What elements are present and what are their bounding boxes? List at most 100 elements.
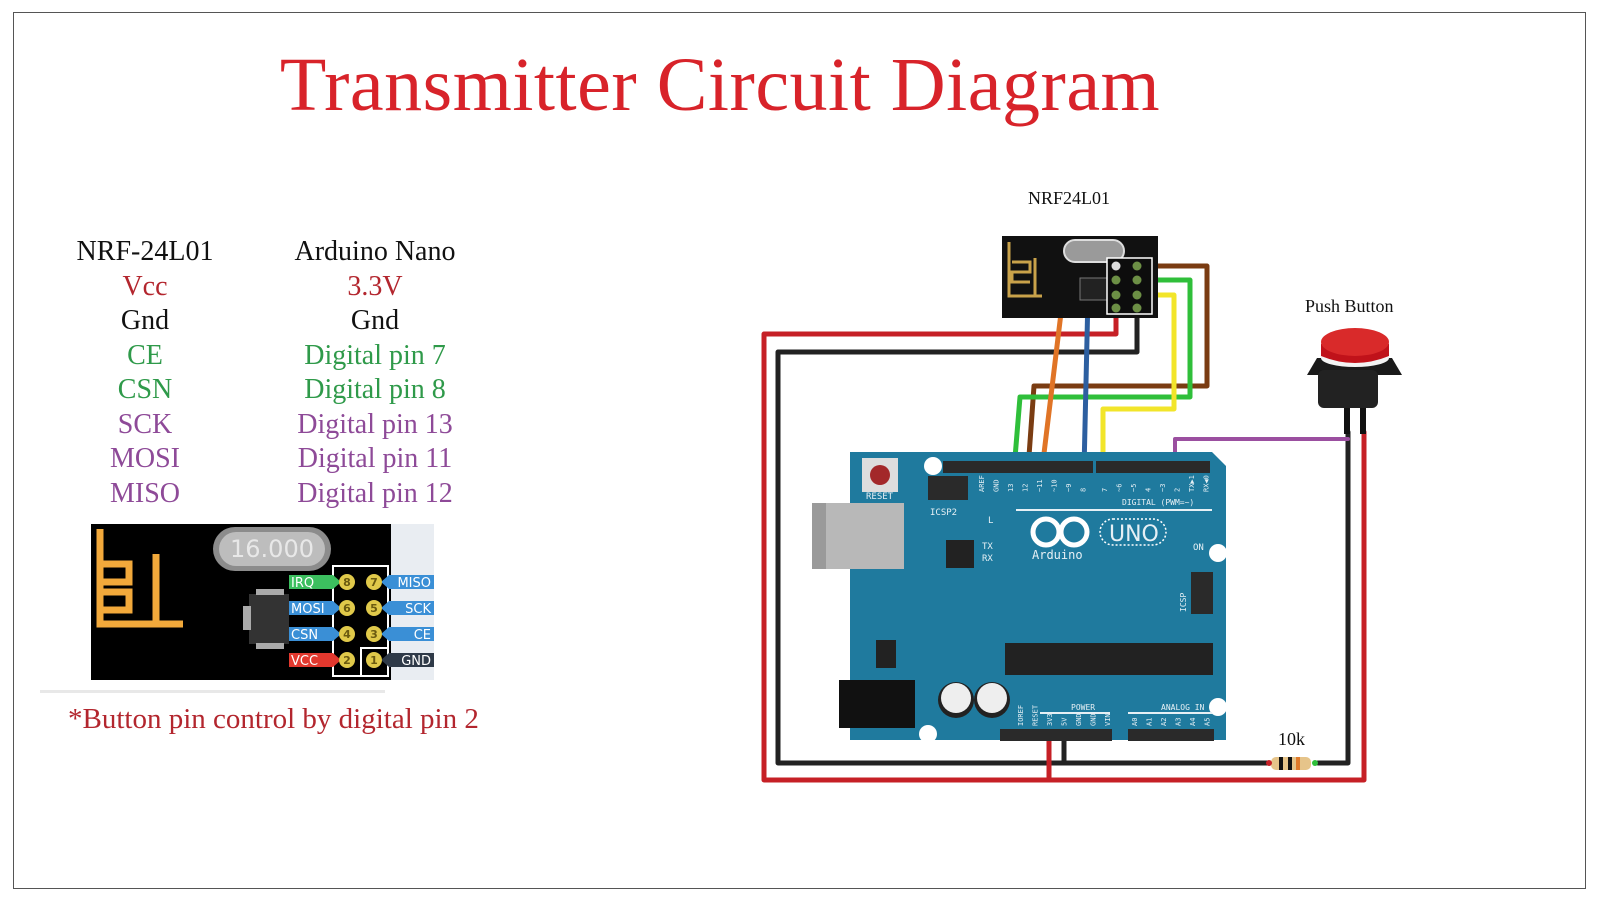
pin-label: GND bbox=[1090, 713, 1098, 726]
pin-tag-ce: CE3 bbox=[366, 626, 434, 643]
nrf-pin: MOSI bbox=[109, 443, 180, 474]
arduino-pin: Digital pin 7 bbox=[304, 339, 446, 371]
pin-label: ~5 bbox=[1130, 484, 1138, 492]
capacitor-top bbox=[977, 683, 1007, 713]
pin-label: 3V3 bbox=[1046, 713, 1054, 726]
brand-label: Arduino bbox=[1032, 548, 1083, 562]
pin-number: 1 bbox=[370, 654, 378, 667]
module-header-pins bbox=[1111, 261, 1142, 313]
wire-vcc bbox=[761, 287, 1367, 783]
wire-ce bbox=[1100, 292, 1177, 473]
pin-label: ~6 bbox=[1116, 484, 1124, 492]
resistor-label: 10k bbox=[1278, 729, 1305, 749]
pin-tag-csn: CSN 4 bbox=[289, 626, 355, 643]
pin-label: 8 bbox=[1080, 488, 1088, 492]
pin-tag-label: SCK bbox=[405, 602, 431, 617]
pin-label: 5V bbox=[1061, 717, 1069, 726]
pin-tag-label: MISO bbox=[397, 576, 431, 591]
nrf-pin: SCK bbox=[117, 408, 173, 440]
nrf-pin: Vcc bbox=[122, 270, 168, 302]
pin-tag-gnd: GND 1 bbox=[366, 652, 434, 669]
pin-label: VIN bbox=[1104, 713, 1112, 726]
arduino-pin: 3.3V bbox=[347, 270, 403, 302]
led-tx-label: TX bbox=[982, 542, 993, 552]
push-button[interactable] bbox=[1307, 328, 1402, 434]
pin-label: A5 bbox=[1204, 718, 1212, 726]
pin-number: 7 bbox=[370, 576, 378, 589]
crystal-label: 16.000 bbox=[230, 535, 314, 563]
pin-label: A0 bbox=[1131, 718, 1139, 726]
reset-label: RESET bbox=[866, 492, 894, 502]
pin-label: 2 bbox=[1174, 488, 1182, 492]
arduino-pin: Digital pin 13 bbox=[297, 408, 453, 440]
pin-label: ~9 bbox=[1065, 484, 1073, 492]
led-rx-label: RX bbox=[982, 554, 993, 564]
pin-number-dot bbox=[339, 574, 355, 590]
usb-port-edge bbox=[812, 503, 826, 569]
page-title: Transmitter Circuit Diagram bbox=[279, 43, 1161, 127]
nrf24l01-module bbox=[1002, 236, 1158, 318]
arduino-uno-board: RESET ICSP2 DIGITAL (PWM=~) POWER ANALOG… bbox=[812, 452, 1227, 743]
button-label: Push Button bbox=[1305, 296, 1394, 316]
pin-number-dot bbox=[339, 652, 355, 668]
digital-header-high bbox=[943, 461, 1093, 473]
pin-label: 7 bbox=[1101, 488, 1109, 492]
pin-tag-sck: SCK 5 bbox=[366, 600, 434, 617]
pin-tag-label: CE bbox=[414, 628, 431, 643]
mount-hole bbox=[1209, 544, 1227, 562]
atmega-chip bbox=[1005, 643, 1213, 675]
pin-label: A3 bbox=[1175, 718, 1183, 726]
icsp-header bbox=[1191, 572, 1213, 614]
model-label: UNO bbox=[1109, 522, 1159, 547]
power-jack bbox=[839, 680, 915, 728]
wire-gnd bbox=[775, 287, 1272, 766]
chip-pin bbox=[243, 606, 251, 630]
pin-label: TX▶1 bbox=[1188, 475, 1196, 492]
pin-label: ~10 bbox=[1051, 479, 1059, 492]
led-on-label: ON bbox=[1193, 543, 1204, 553]
arduino-pin: Digital pin 11 bbox=[297, 443, 453, 474]
pin-label: GND bbox=[993, 479, 1001, 492]
pin-label: 12 bbox=[1022, 484, 1030, 492]
pin-tag-label: GND bbox=[401, 654, 431, 669]
pin-label: IOREF bbox=[1017, 705, 1025, 726]
power-label: POWER bbox=[1071, 703, 1095, 712]
chip-pin bbox=[256, 589, 284, 595]
uno-badge bbox=[1099, 518, 1167, 546]
pin-number-dot bbox=[339, 600, 355, 616]
pin-number: 2 bbox=[343, 654, 351, 667]
header-arduino: Arduino Nano bbox=[294, 236, 456, 267]
nrf-pin: CE bbox=[127, 339, 163, 371]
digital-header-low bbox=[1096, 461, 1210, 473]
mount-hole bbox=[1209, 698, 1227, 716]
icsp2-label: ICSP2 bbox=[930, 508, 957, 518]
reset-button-cap[interactable] bbox=[870, 465, 890, 485]
nrf-label: NRF24L01 bbox=[1028, 188, 1111, 208]
resistor-10k bbox=[1266, 757, 1318, 770]
separator-line bbox=[40, 690, 385, 693]
pin-tag-label: CSN bbox=[291, 628, 318, 643]
pin-number: 5 bbox=[370, 602, 378, 615]
pin-number-dot bbox=[366, 574, 382, 590]
pin-number: 6 bbox=[343, 602, 351, 615]
usb-chip bbox=[946, 540, 974, 568]
analog-label: ANALOG IN bbox=[1161, 703, 1205, 712]
mount-hole bbox=[924, 457, 942, 475]
pin-label: GND bbox=[1075, 713, 1083, 726]
wire-gnd-resistor bbox=[1315, 429, 1351, 766]
header-nrf: NRF-24L01 bbox=[76, 236, 214, 267]
chip-pin bbox=[256, 643, 284, 649]
pin-label: A4 bbox=[1189, 718, 1197, 726]
pin-tag-miso: MISO 7 bbox=[366, 574, 434, 591]
nrf-pin: CSN bbox=[117, 374, 173, 405]
capacitor-top bbox=[941, 683, 971, 713]
pin-number: 4 bbox=[343, 628, 351, 641]
pin-label: ~11 bbox=[1036, 479, 1044, 492]
module-chip bbox=[1079, 277, 1111, 301]
led-l-label: L bbox=[988, 516, 993, 526]
